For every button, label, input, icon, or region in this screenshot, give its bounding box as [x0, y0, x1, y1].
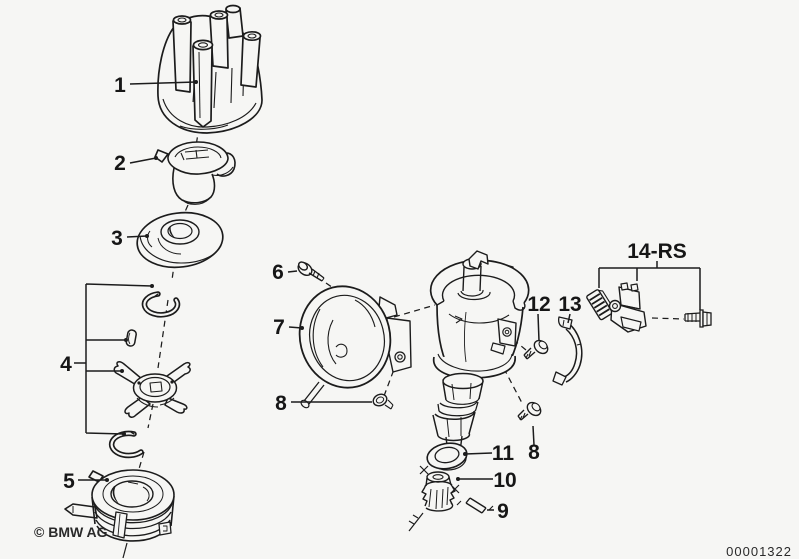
part-retaining-clamp [552, 316, 583, 386]
callout-1[interactable]: 1 [114, 74, 126, 97]
part-screw-8-right [517, 401, 542, 421]
callout-6[interactable]: 6 [272, 261, 284, 284]
part-screw-12 [523, 339, 549, 360]
part-advance-housing [64, 469, 175, 542]
callout-2[interactable]: 2 [114, 152, 126, 175]
leader-lines [74, 80, 701, 511]
callout-9[interactable]: 9 [497, 500, 509, 523]
callout-labels: 1 2 3 4 5 6 7 8 8 9 10 11 12 13 14-RS [60, 74, 687, 523]
part-dowel-pin [125, 329, 137, 347]
document-number: 00001322 [726, 544, 792, 559]
part-screw-8-left [372, 393, 394, 410]
callout-5[interactable]: 5 [63, 470, 75, 493]
part-dust-shield [136, 211, 224, 269]
part-screw-6 [297, 261, 325, 282]
part-connector-14rs [586, 289, 616, 321]
callout-4[interactable]: 4 [60, 353, 72, 376]
callout-14-rs[interactable]: 14-RS [627, 240, 687, 263]
part-washer [426, 442, 468, 471]
part-rotor [154, 141, 236, 205]
callout-8-right[interactable]: 8 [528, 441, 540, 464]
callout-8-left[interactable]: 8 [275, 392, 287, 415]
part-drive-gear [419, 465, 460, 512]
copyright-notice: © BMW AG [34, 524, 108, 540]
callout-11[interactable]: 11 [492, 442, 515, 465]
callout-10[interactable]: 10 [493, 469, 516, 492]
part-breaker-plate [113, 361, 191, 418]
callout-13[interactable]: 13 [558, 293, 581, 316]
part-sensor-module-14rs [608, 282, 647, 333]
part-distributor-cap [157, 4, 263, 134]
callout-12[interactable]: 12 [527, 293, 550, 316]
part-snap-ring-lower [108, 430, 144, 459]
part-screw-14rs [684, 309, 712, 328]
callout-7[interactable]: 7 [273, 316, 285, 339]
callout-3[interactable]: 3 [111, 227, 123, 250]
part-protection-cover [298, 285, 412, 409]
part-distributor-body [429, 250, 530, 454]
axis-lines-solid [122, 512, 424, 559]
part-snap-ring-upper [141, 291, 181, 318]
